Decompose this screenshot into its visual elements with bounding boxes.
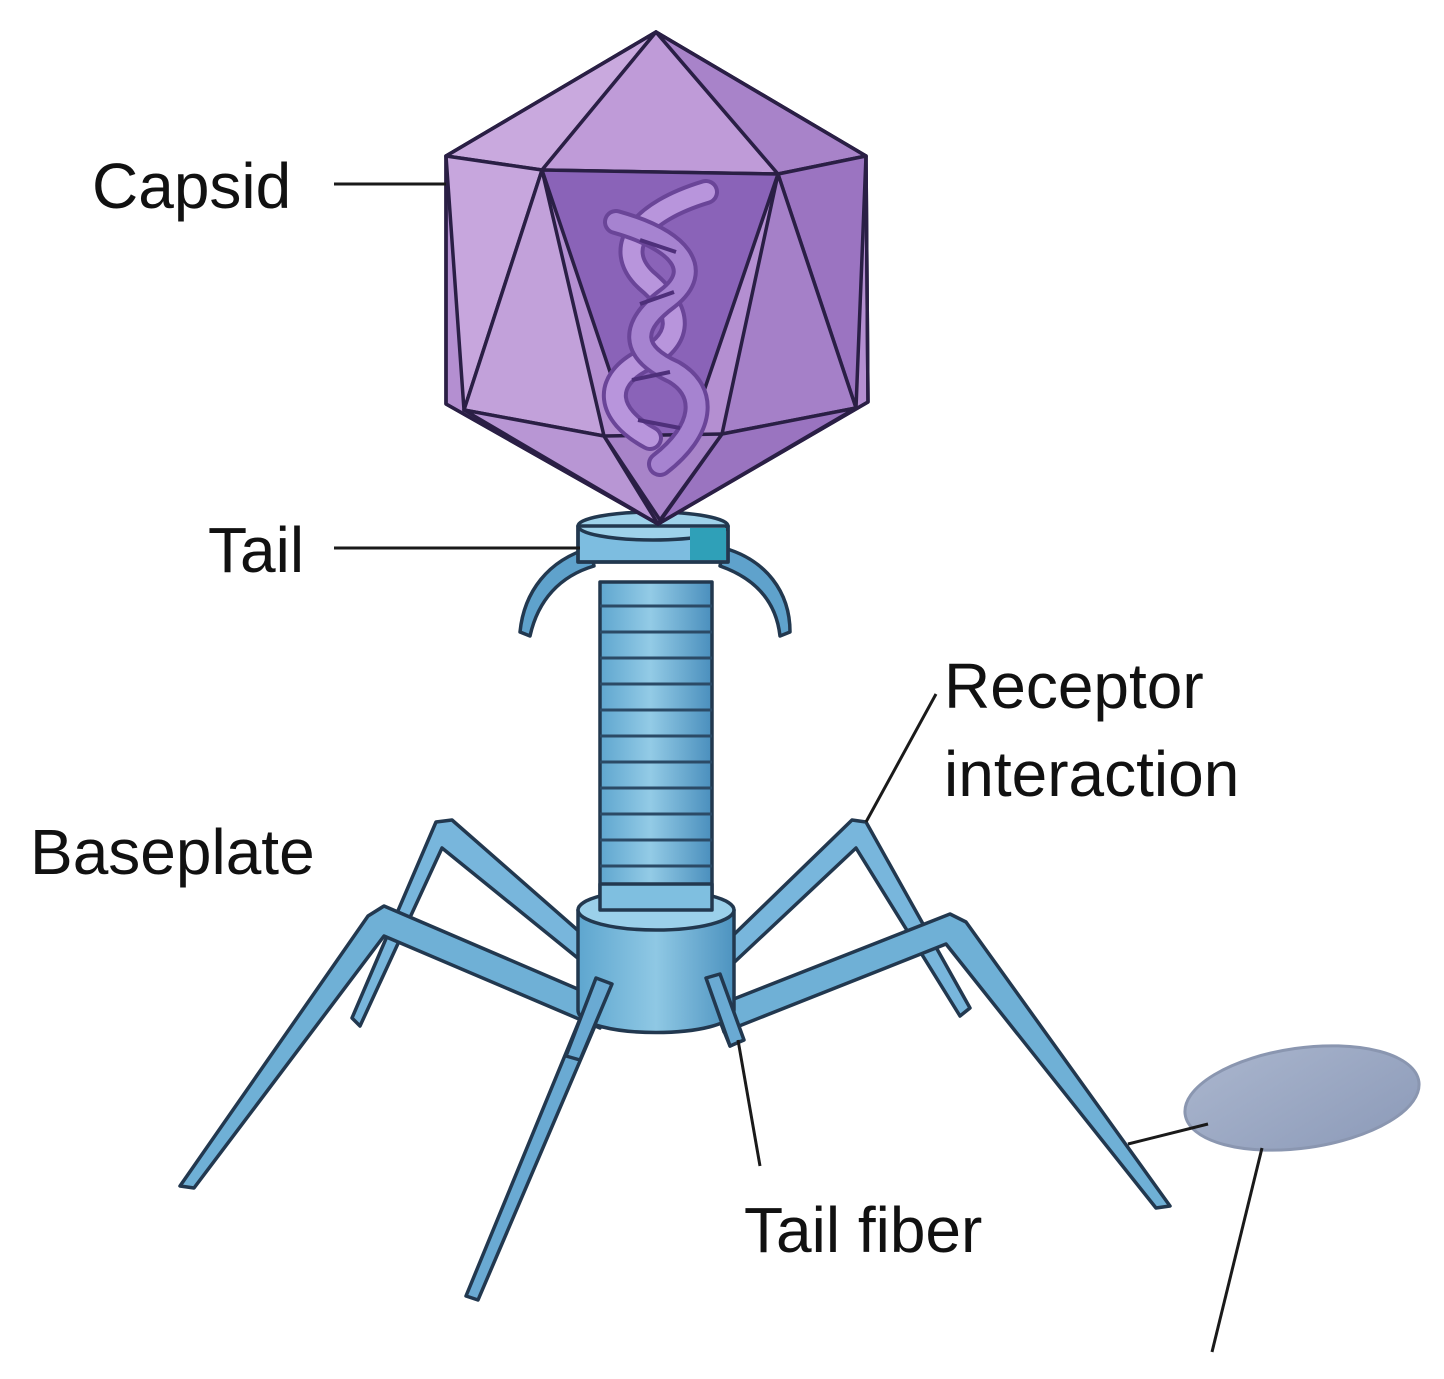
capsid xyxy=(444,30,870,526)
tail-fiber-leader xyxy=(736,1039,762,1167)
tail-fiber-label: Tail fiber xyxy=(744,1194,982,1266)
tail-fiber-front-right xyxy=(714,912,1172,1210)
capsid-label: Capsid xyxy=(92,150,291,222)
tail-label: Tail xyxy=(208,514,304,586)
host-leader-upper xyxy=(1127,1122,1209,1146)
tail-fiber-front-overlays xyxy=(564,972,746,1062)
collar xyxy=(576,510,730,564)
collar-whiskers xyxy=(518,546,792,638)
tail-fiber-back-right xyxy=(716,818,972,1018)
receptor-leader xyxy=(864,693,938,823)
host-cell-icon xyxy=(1183,1044,1421,1152)
receptor-interaction-label-line1: Receptor xyxy=(944,650,1204,722)
tail-fiber-front-left xyxy=(178,904,610,1190)
baseplate-label: Baseplate xyxy=(30,816,315,888)
host-leader-lower xyxy=(1210,1147,1264,1353)
receptor-interaction-label-line2: interaction xyxy=(944,738,1239,810)
tail-sheath xyxy=(598,580,714,904)
dna-helix xyxy=(602,179,719,477)
leader-lines xyxy=(334,182,1264,1353)
